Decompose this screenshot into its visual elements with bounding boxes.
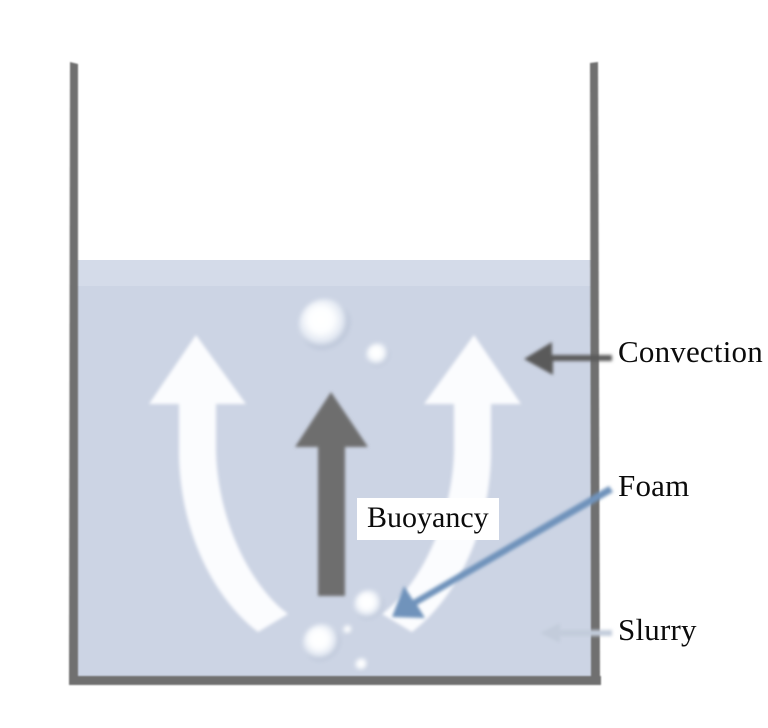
tank-walls (69, 62, 601, 685)
foam-label: Foam (618, 468, 690, 503)
bottom-bubble-tiny-b (355, 658, 369, 672)
slurry-callout-arrow (540, 623, 612, 643)
convection-arrow-right (382, 335, 521, 632)
buoyancy-arrow (295, 392, 368, 596)
foam-callout-arrow (392, 486, 613, 618)
slurry-label: Slurry (618, 612, 697, 647)
bottom-bubble-left (303, 624, 341, 662)
convection-arrow-left (149, 335, 288, 632)
bottom-bubble-upper (354, 590, 384, 620)
convection-label: Convection (618, 334, 763, 369)
convection-callout-arrow (524, 342, 612, 375)
small-rising-bubble (366, 343, 390, 367)
bubble-group (299, 299, 390, 672)
buoyancy-label: Buoyancy (357, 498, 499, 540)
large-rising-bubble (299, 299, 351, 351)
bottom-bubble-tiny-a (343, 625, 353, 635)
